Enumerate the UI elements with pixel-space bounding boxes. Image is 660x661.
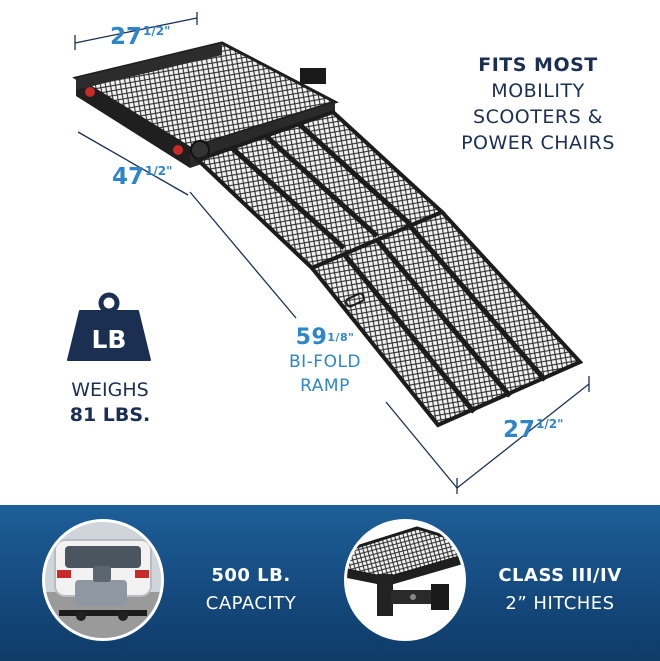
fits-line-3: SCOOTERS & <box>473 106 603 128</box>
weight-line-1: WEIGHS <box>71 379 149 401</box>
capacity-line-2: CAPACITY <box>205 593 297 614</box>
scooter-on-carrier-photo <box>42 519 164 641</box>
ramp-label-line-2: RAMP <box>300 376 350 396</box>
hitch-line-2: 2” HITCHES <box>505 593 615 614</box>
ramp-length-fraction: 1/8" <box>327 331 355 344</box>
ramp-lower-section <box>308 209 584 428</box>
fits-most-text: FITS MOST MOBILITY SCOOTERS & POWER CHAI… <box>440 52 636 156</box>
dimension-lines <box>74 12 590 494</box>
weight-icon-label: LB <box>92 325 127 354</box>
dimension-side-length-whole: 47 <box>112 164 145 190</box>
fits-line-1: FITS MOST <box>478 54 598 76</box>
dimension-side-length: 471/2" <box>112 164 173 190</box>
hitch-illustration <box>347 522 463 638</box>
ramp-label-line-1: BI-FOLD <box>288 352 362 372</box>
dimension-ramp-width-fraction: 1/2" <box>536 417 564 431</box>
ramp-upper-section <box>194 109 446 271</box>
ramp-length: 591/8" <box>270 326 380 350</box>
carrier-ramp-illustration <box>72 12 590 494</box>
ramp-length-label: 591/8" BI-FOLD RAMP <box>270 326 380 398</box>
fits-line-2: MOBILITY <box>491 80 585 102</box>
dimension-top-width-fraction: 1/2" <box>143 24 171 38</box>
car-scooter-illustration <box>45 522 161 638</box>
dimension-ramp-width-whole: 27 <box>503 417 536 443</box>
weight-line-2: 81 LBS. <box>69 404 151 426</box>
hitch-line-1: CLASS III/IV <box>498 565 622 586</box>
dimension-ramp-width: 271/2" <box>503 417 564 443</box>
capacity-feature: 500 LB. CAPACITY <box>176 562 326 618</box>
capacity-line-1: 500 LB. <box>211 565 291 586</box>
hitch-closeup-photo <box>344 519 466 641</box>
hitch-feature: CLASS III/IV 2” HITCHES <box>470 562 650 618</box>
weight-text: WEIGHS 81 LBS. <box>40 378 180 428</box>
dimension-top-width: 271/2" <box>110 24 171 50</box>
weight-icon: LB <box>67 292 151 361</box>
fits-line-4: POWER CHAIRS <box>461 132 615 154</box>
ramp-length-whole: 59 <box>295 325 328 350</box>
dimension-top-width-whole: 27 <box>110 24 143 50</box>
dimension-side-length-fraction: 1/2" <box>145 164 173 178</box>
